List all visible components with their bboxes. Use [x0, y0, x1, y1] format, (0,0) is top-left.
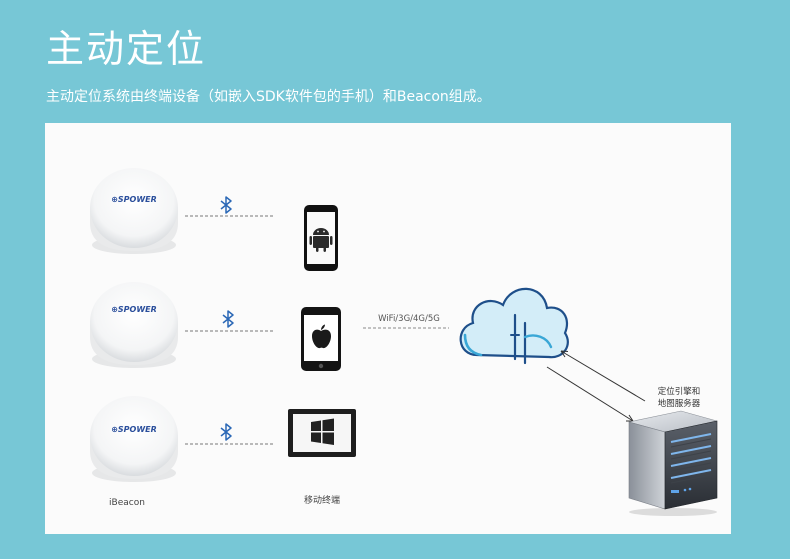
server-icon: [628, 410, 718, 516]
android-phone: [304, 205, 338, 271]
android-icon: [309, 228, 333, 252]
bluetooth-link-1: [185, 196, 274, 217]
bluetooth-link-3: [185, 423, 274, 445]
cloud-server-arrows: [546, 350, 646, 422]
windows-icon: [311, 418, 334, 445]
device-caption: 移动终端: [304, 494, 340, 506]
bluetooth-icon: [220, 196, 232, 214]
server-label-line1: 定位引擎和: [658, 386, 701, 397]
beacon-brand-1: ⊕SPOWER: [111, 195, 157, 204]
beacon-brand-2: ⊕SPOWER: [111, 305, 157, 314]
server-label-line2: 地图服务器: [658, 398, 701, 409]
beacon-brand-3: ⊕SPOWER: [111, 425, 157, 434]
windows-tablet: [288, 409, 356, 457]
page-subtitle: 主动定位系统由终端设备（如嵌入SDK软件包的手机）和Beacon组成。: [46, 89, 491, 105]
beacon-1: ⊕SPOWER: [90, 168, 178, 254]
diagram-panel: ⊕SPOWER ⊕SPOWER ⊕SPOWER iBeacon: [45, 123, 731, 534]
beacon-2: ⊕SPOWER: [90, 282, 178, 368]
iphone: [301, 307, 341, 371]
beacon-caption: iBeacon: [109, 498, 145, 508]
bluetooth-link-2: [185, 310, 274, 332]
cloud-icon: [459, 287, 569, 365]
bluetooth-icon: [222, 310, 234, 328]
page-title: 主动定位: [46, 27, 207, 71]
network-label: WiFi/3G/4G/5G: [378, 314, 440, 324]
positioning-diagram: ⊕SPOWER ⊕SPOWER ⊕SPOWER iBeacon: [90, 168, 718, 516]
bluetooth-icon: [220, 423, 232, 441]
apple-icon: [312, 324, 331, 349]
beacon-3: ⊕SPOWER: [90, 396, 178, 482]
